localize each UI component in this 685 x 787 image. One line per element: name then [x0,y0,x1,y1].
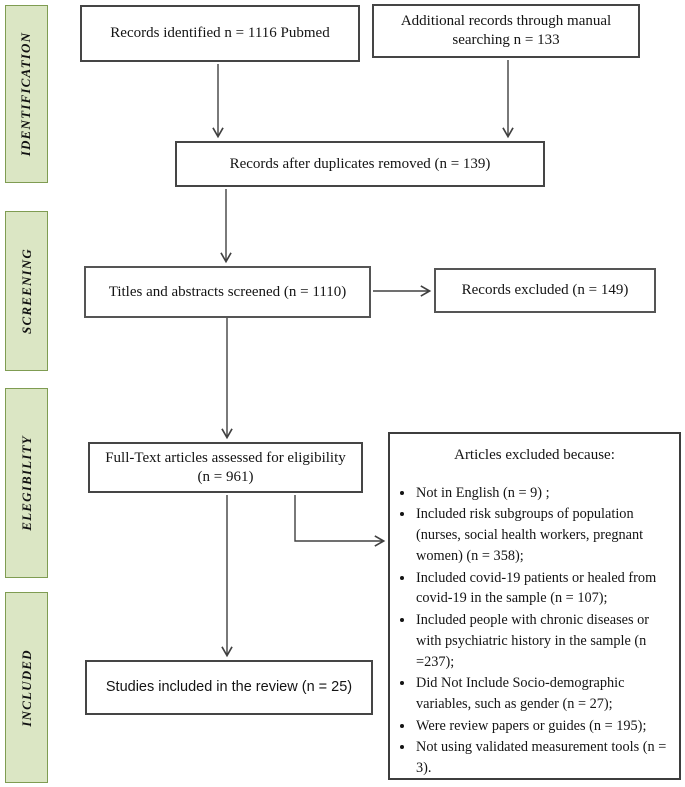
box-studies-included-label: Studies included in the review (n = 25) [105,679,353,696]
box-duplicates-removed-label: Records after duplicates removed (n = 13… [229,155,491,172]
stage-elegibility-label: ELEGIBILITY [18,435,34,531]
box-records-identified-label: Records identified n = 1116 Pubmed [110,25,330,42]
box-fulltext-assessed-label: Full-Text articles assessed for eligibil… [105,449,346,485]
stage-elegibility: ELEGIBILITY [5,388,48,578]
box-additional-records: Additional records through manual search… [372,4,640,58]
excluded-reason-item: Not in English (n = 9) ; [415,483,671,504]
stage-identification: IDENTIFICATION [5,5,48,183]
box-titles-screened-label: Titles and abstracts screened (n = 1110) [108,283,347,300]
box-records-excluded-label: Records excluded (n = 149) [461,282,629,299]
excluded-reason-item: Included people with chronic diseases or… [415,610,671,672]
excluded-reasons-title: Articles excluded because: [454,447,615,463]
excluded-reasons-list: Not in English (n = 9) ; Included risk s… [398,483,671,779]
box-titles-screened: Titles and abstracts screened (n = 1110) [84,266,371,318]
excluded-reason-item: Included covid-19 patients or healed fro… [415,568,671,609]
excluded-reason-item: Were review papers or guides (n = 195); [415,716,671,737]
box-additional-records-label: Additional records through manual search… [400,13,612,48]
box-studies-included: Studies included in the review (n = 25) [85,660,373,715]
box-fulltext-assessed: Full-Text articles assessed for eligibil… [88,442,363,493]
stage-included: INCLUDED [5,592,48,783]
stage-identification-label: IDENTIFICATION [18,31,34,157]
box-duplicates-removed: Records after duplicates removed (n = 13… [175,141,545,187]
stage-screening: SCREENING [5,211,48,371]
arrow-fulltext-to-exclusion-reasons [294,495,386,547]
excluded-reason-item: Included risk subgroups of population (n… [415,504,671,566]
box-articles-excluded: Articles excluded because: Not in Englis… [388,432,681,780]
excluded-reason-item: Did Not Include Socio-demographic variab… [415,673,671,714]
stage-screening-label: SCREENING [18,248,34,334]
excluded-reason-item: Not using validated measurement tools (n… [415,737,671,778]
box-records-excluded: Records excluded (n = 149) [434,268,656,313]
stage-included-label: INCLUDED [18,648,34,727]
box-records-identified: Records identified n = 1116 Pubmed [80,5,360,62]
